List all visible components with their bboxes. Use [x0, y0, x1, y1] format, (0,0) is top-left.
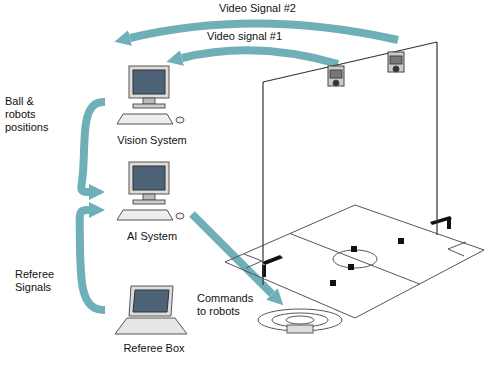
command-arrow: [192, 214, 272, 294]
signal-label: Video signal #1: [206, 30, 283, 43]
computer-node: Referee Box: [105, 282, 203, 355]
laptop-icon: [105, 282, 197, 342]
edge-label: Ball & robots positions: [4, 95, 66, 134]
node-label: AI System: [105, 230, 199, 243]
computer-node: AI System: [105, 158, 199, 243]
radio-transmitter: [258, 309, 342, 333]
signal-label: Video Signal #2: [218, 2, 297, 15]
video-arrow: [182, 50, 338, 64]
edge-label: Referee Signals: [14, 268, 68, 294]
soccer-field: [225, 205, 484, 318]
camera-frame: [263, 42, 437, 285]
command-label: Commands to robots: [196, 292, 254, 318]
computer-node: Vision System: [105, 62, 199, 147]
node-label: Vision System: [105, 134, 199, 147]
camera: [328, 52, 404, 86]
computer-icon: [105, 62, 193, 134]
goals-robots: [262, 216, 452, 286]
node-label: Referee Box: [105, 342, 203, 355]
flow-arrow: [80, 210, 105, 310]
computer-icon: [105, 158, 193, 230]
flow-arrow: [81, 102, 105, 192]
